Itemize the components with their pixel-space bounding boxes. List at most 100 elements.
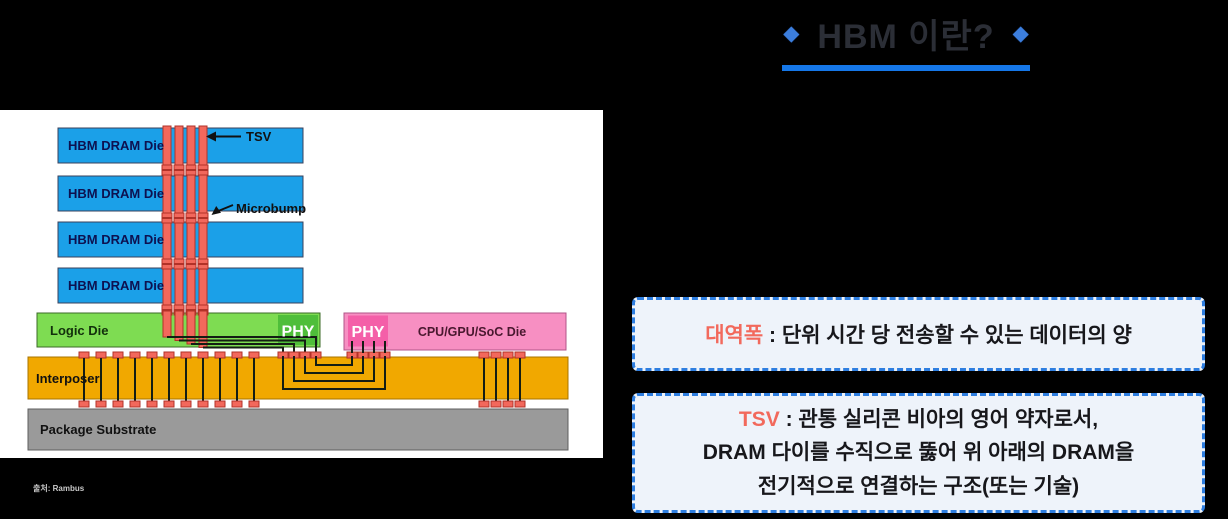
tsv-bar	[162, 125, 172, 166]
page-title: HBM 이란?	[817, 17, 995, 56]
microbump	[197, 218, 209, 224]
tsv-definition-box: TSV : 관통 실리콘 비아의 영어 약자로서, DRAM 다이를 수직으로 …	[632, 393, 1205, 513]
microbump	[173, 170, 185, 176]
microbump	[163, 351, 175, 359]
interposer-route-wire	[304, 356, 364, 374]
microbump	[173, 164, 185, 170]
interposer-route-wire	[282, 356, 386, 390]
hbm-dram-die-label: HBM DRAM Die	[68, 278, 164, 293]
microbump-arrow	[216, 204, 234, 213]
term-tsv: TSV	[738, 408, 780, 432]
microbump	[502, 351, 514, 359]
microbump	[197, 258, 209, 264]
tsv-annotation: TSV	[246, 129, 272, 144]
microbump	[161, 218, 173, 224]
source-caption: 출처: Rambus	[33, 484, 85, 493]
microbump	[185, 304, 197, 310]
microbump	[173, 264, 185, 270]
tsv-bar	[186, 125, 196, 166]
tsv-bar	[198, 219, 208, 260]
package-substrate-label: Package Substrate	[40, 422, 156, 437]
microbump	[112, 351, 124, 359]
tsv-bar	[174, 173, 184, 214]
microbump	[161, 304, 173, 310]
microbump	[197, 304, 209, 310]
cpu-phy-label: PHY	[352, 324, 385, 341]
tsv-bar	[198, 125, 208, 166]
tsv-bar	[174, 265, 184, 306]
microbump	[173, 218, 185, 224]
interposer-route-wire	[293, 356, 375, 382]
microbump	[180, 351, 192, 359]
microbump	[490, 400, 502, 408]
tsv-bar	[174, 125, 184, 166]
logic-die-label: Logic Die	[50, 323, 109, 338]
hbm-dram-die-label: HBM DRAM Die	[68, 138, 164, 153]
microbump	[78, 351, 90, 359]
microbump	[478, 351, 490, 359]
microbump	[514, 400, 526, 408]
microbump-arrowhead-icon	[211, 206, 221, 215]
interposer	[27, 356, 569, 400]
phy-route-wire	[191, 343, 295, 354]
hbm-dram-die-label: HBM DRAM Die	[68, 186, 164, 201]
tsv-definition-line3: 전기적으로 연결하는 구조(또는 기술)	[757, 474, 1080, 498]
microbump	[185, 164, 197, 170]
title-row: ◆ HBM 이란? ◆	[758, 10, 1054, 56]
microbump	[173, 258, 185, 264]
microbump	[214, 351, 226, 359]
microbump	[146, 351, 158, 359]
phy-route-wire	[167, 336, 317, 354]
tsv-bar	[186, 173, 196, 214]
tsv-bar	[186, 310, 196, 345]
microbump	[490, 351, 502, 359]
tsv-bar	[162, 219, 172, 260]
microbump	[478, 400, 490, 408]
interposer-label: Interposer	[36, 371, 100, 386]
term-bandwidth: 대역폭	[705, 324, 764, 347]
microbump	[173, 304, 185, 310]
microbump	[197, 400, 209, 408]
tsv-bar	[162, 173, 172, 214]
bandwidth-definition-box: 대역폭 : 단위 시간 당 전송할 수 있는 데이터의 양	[632, 297, 1205, 371]
tsv-bar	[186, 265, 196, 306]
microbump	[173, 212, 185, 218]
microbump	[185, 264, 197, 270]
diamond-icon: ◆	[1012, 21, 1029, 45]
microbump	[163, 400, 175, 408]
microbump	[180, 400, 192, 408]
microbump	[161, 212, 173, 218]
microbump	[248, 351, 260, 359]
tsv-definition-line1: TSV : 관통 실리콘 비아의 영어 약자로서,	[739, 403, 1098, 436]
microbump	[161, 170, 173, 176]
microbump	[197, 170, 209, 176]
microbump	[502, 400, 514, 408]
microbump	[248, 400, 260, 408]
tsv-bar	[198, 310, 208, 348]
tsv-definition-line2: DRAM 다이를 수직으로 뚫어 위 아래의 DRAM을	[702, 441, 1135, 465]
hbm-structure-image: HBM DRAM Die HBM DRAM Die HBM DRAM Die H…	[0, 110, 603, 458]
hbm-dram-die-label: HBM DRAM Die	[68, 232, 164, 247]
microbump	[95, 351, 107, 359]
microbump	[129, 351, 141, 359]
tsv-bar	[162, 310, 172, 338]
logic-phy-label: PHY	[282, 324, 315, 341]
microbump	[185, 170, 197, 176]
cpu-gpu-soc-die-label: CPU/GPU/SoC Die	[418, 325, 526, 339]
microbump	[185, 212, 197, 218]
microbump	[197, 351, 209, 359]
package-substrate	[27, 408, 569, 451]
microbump	[161, 164, 173, 170]
microbump	[185, 258, 197, 264]
bandwidth-definition-text: : 단위 시간 당 전송할 수 있는 데이터의 양	[763, 324, 1132, 347]
title-underline	[782, 65, 1030, 71]
microbump	[197, 264, 209, 270]
microbump	[197, 212, 209, 218]
microbump	[146, 400, 158, 408]
microbump	[214, 400, 226, 408]
bandwidth-definition-line: 대역폭 : 단위 시간 당 전송할 수 있는 데이터의 양	[705, 319, 1132, 349]
microbump	[78, 400, 90, 408]
microbump	[161, 264, 173, 270]
title-block: ◆ HBM 이란? ◆	[758, 10, 1054, 71]
